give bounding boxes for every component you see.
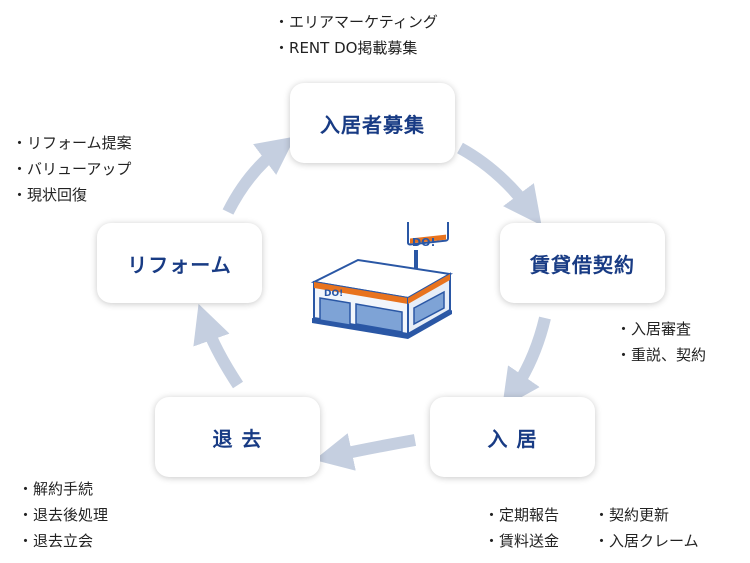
notes-move-in-right: 契約更新 入居クレーム (594, 502, 699, 554)
note-item: エリアマーケティング (274, 9, 438, 35)
notes-move-in-left: 定期報告 賃料送金 (484, 502, 559, 554)
note-item: 解約手続 (18, 476, 108, 502)
note-item: 退去後処理 (18, 502, 108, 528)
note-item: 定期報告 (484, 502, 559, 528)
store-sign-left: DO! (324, 289, 343, 299)
pole-sign-text: DO! (412, 236, 436, 249)
node-move-in-label: 入 居 (487, 426, 538, 451)
note-item: 重説、契約 (616, 342, 706, 368)
note-item: バリューアップ (12, 156, 132, 182)
store-illustration: DO! DO! (310, 222, 453, 339)
arrow-reform-to-recruit (222, 136, 296, 215)
note-item: 退去立会 (18, 528, 108, 554)
arrow-recruit-to-contract (457, 142, 542, 226)
note-item: リフォーム提案 (12, 130, 132, 156)
node-move-in: 入 居 (430, 397, 595, 477)
node-move-out-label: 退 去 (212, 426, 263, 451)
note-item: 契約更新 (594, 502, 699, 528)
notes-contract: 入居審査 重説、契約 (616, 316, 706, 368)
arrow-contract-to-move-in (502, 316, 551, 408)
note-item: 入居クレーム (594, 528, 699, 554)
note-item: RENT DO掲載募集 (274, 35, 438, 61)
notes-recruit: エリアマーケティング RENT DO掲載募集 (274, 9, 438, 61)
notes-move-out: 解約手続 退去後処理 退去立会 (18, 476, 108, 554)
note-item: 現状回復 (12, 182, 132, 208)
node-recruit-label: 入居者募集 (320, 112, 425, 137)
arrow-move-out-to-reform (193, 303, 244, 389)
arrow-move-in-to-move-out (314, 433, 417, 471)
node-contract: 賃貸借契約 (500, 223, 665, 303)
note-item: 賃料送金 (484, 528, 559, 554)
node-move-out: 退 去 (155, 397, 320, 477)
node-reform-label: リフォーム (127, 252, 232, 277)
node-reform: リフォーム (97, 223, 262, 303)
note-item: 入居審査 (616, 316, 706, 342)
notes-reform: リフォーム提案 バリューアップ 現状回復 (12, 130, 132, 208)
node-contract-label: 賃貸借契約 (530, 252, 635, 277)
node-recruit: 入居者募集 (290, 83, 455, 163)
